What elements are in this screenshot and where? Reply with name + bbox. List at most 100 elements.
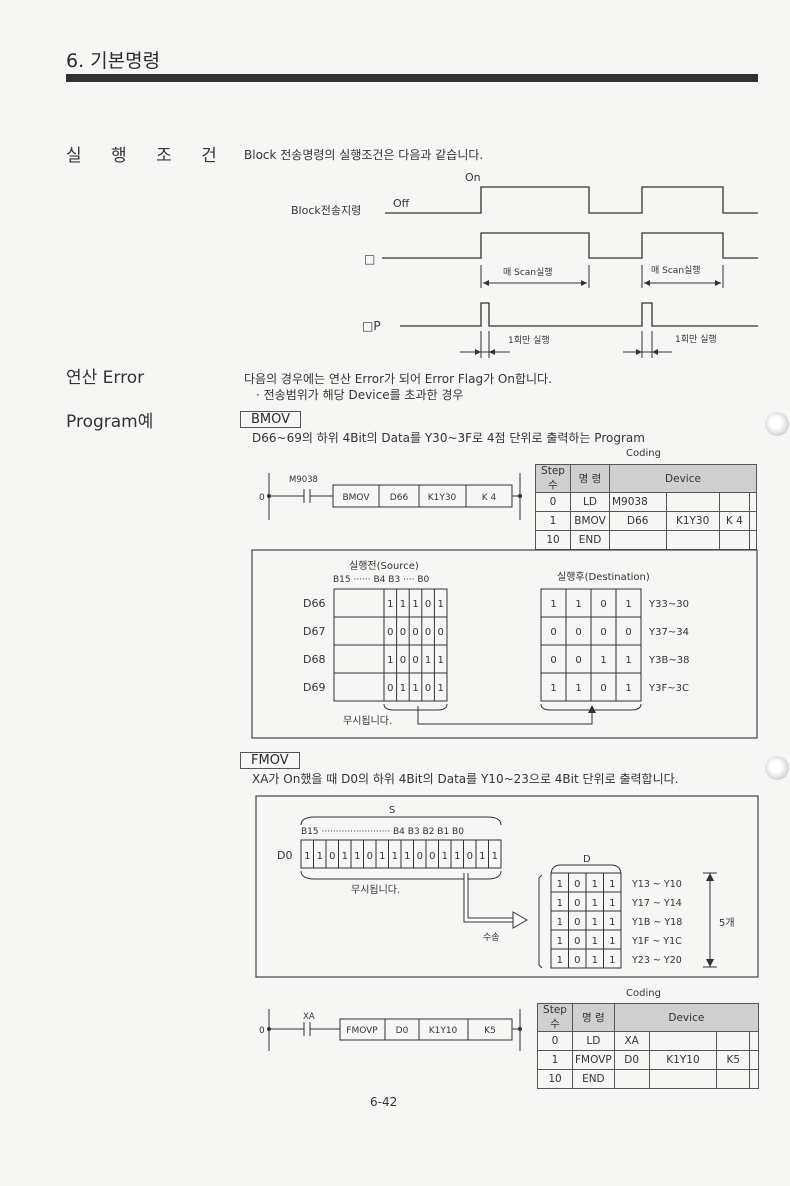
- table-header: Step수: [535, 464, 571, 493]
- y-range: Y13 ~ Y10: [631, 879, 682, 890]
- source-bit: 0: [425, 627, 431, 638]
- source-bit: 1: [425, 655, 431, 666]
- fmov-ignored-label: 무시됩니다.: [351, 883, 400, 896]
- source-bit: 1: [400, 599, 406, 610]
- table-cell: FMOVP: [572, 1050, 615, 1070]
- dest-bit: 1: [625, 599, 631, 610]
- dest-bit: 1: [550, 683, 556, 694]
- source-bit: 1: [442, 851, 448, 862]
- label-once-2: 1회만 실행: [675, 333, 717, 345]
- y-range: Y17 ~ Y14: [631, 898, 682, 909]
- source-bit: 0: [329, 851, 335, 862]
- source-bit: 0: [412, 627, 418, 638]
- ladder-cell: K1Y10: [429, 1026, 458, 1036]
- fmov-description: XA가 On했을 때 D0의 하위 4Bit의 Data를 Y10~23으로 4…: [252, 772, 679, 786]
- source-bit: 0: [387, 627, 393, 638]
- source-register: D69: [303, 681, 325, 694]
- table-cell: K1Y30: [665, 511, 720, 531]
- dest-bit: 1: [592, 955, 598, 966]
- fmov-diagram: S B15 ························ B4 B3 B2 …: [255, 795, 759, 978]
- table-cell: 1: [537, 1050, 573, 1070]
- source-bit: 1: [412, 599, 418, 610]
- source-bit: 0: [400, 627, 406, 638]
- dest-bit: 1: [592, 917, 598, 928]
- dest-bit: 1: [557, 879, 563, 890]
- ladder-cell: FMOVP: [346, 1026, 378, 1036]
- page-number: 6-42: [370, 1095, 398, 1109]
- ladder-step-number: 0: [259, 493, 265, 503]
- table-cell: [718, 530, 751, 550]
- source-bit: 0: [412, 655, 418, 666]
- dest-bit: 0: [575, 655, 581, 666]
- table-cell: [665, 492, 720, 512]
- table-cell: [648, 1031, 718, 1051]
- dest-bit: 1: [575, 683, 581, 694]
- exec-condition-intro: Block 전송명령의 실행조건은 다음과 같습니다.: [244, 148, 484, 162]
- source-bit: 1: [387, 655, 393, 666]
- transfer-label: 수송: [483, 932, 500, 943]
- table-cell: D0: [613, 1050, 650, 1070]
- table-cell: 1: [535, 511, 571, 531]
- bmov-coding-label: Coding: [626, 448, 661, 459]
- table-cell: K5: [716, 1050, 751, 1070]
- table-cell: [613, 1069, 650, 1089]
- label-scan-exec-2: 매 Scan실행: [651, 264, 701, 276]
- dest-bit: 0: [575, 627, 581, 638]
- table-cell: [749, 1069, 759, 1089]
- dest-bit: 0: [550, 655, 556, 666]
- source-bit: 1: [392, 851, 398, 862]
- table-header: 명 령: [570, 464, 610, 493]
- dest-bit: 1: [625, 683, 631, 694]
- ladder-contact-label: M9038: [289, 475, 318, 485]
- table-cell: [716, 1069, 751, 1089]
- s-label: S: [389, 805, 395, 816]
- ladder-cell: K5: [484, 1026, 496, 1036]
- table-cell: BMOV: [570, 511, 610, 531]
- bmov-ladder: 0 M9038 BMOV D66 K1Y30 K 4: [259, 473, 522, 520]
- dest-bit-cell: [615, 672, 642, 702]
- dest-bit: 1: [609, 917, 615, 928]
- waveform-pulse: [400, 302, 758, 327]
- fmov-reg: D0: [277, 849, 292, 862]
- dest-bit: 0: [600, 599, 606, 610]
- y-range: Y37~34: [648, 627, 689, 638]
- fmov-bits-label: B15 ························ B4 B3 B2 B1…: [301, 827, 464, 837]
- source-bit: 0: [438, 627, 444, 638]
- table-cell: END: [572, 1069, 615, 1089]
- bmov-tag: BMOV: [240, 411, 302, 428]
- waveform-every-scan: [382, 232, 758, 259]
- y-range: Y33~30: [648, 599, 689, 610]
- y-range: Y23 ~ Y20: [631, 955, 682, 966]
- source-bit: 0: [417, 851, 423, 862]
- ladder-step-number: 0: [259, 1026, 265, 1036]
- table-cell: [749, 1031, 759, 1051]
- header-rule: [66, 74, 758, 82]
- count-label: 5개: [719, 917, 735, 929]
- dest-bit: 1: [592, 898, 598, 909]
- punch-hole: [765, 756, 789, 780]
- source-bit: 1: [304, 851, 310, 862]
- dest-bit: 0: [574, 879, 580, 890]
- source-bit: 0: [467, 851, 473, 862]
- source-title: 실행전(Source): [349, 560, 419, 572]
- source-bit: 0: [429, 851, 435, 862]
- source-bit: 0: [367, 851, 373, 862]
- source-bit: 0: [425, 683, 431, 694]
- table-cell: [749, 530, 757, 550]
- op-error-line2: · 전송범위가 해당 Device를 초과한 경우: [256, 388, 464, 402]
- dest-bit: 1: [625, 655, 631, 666]
- dest-bit: 1: [557, 917, 563, 928]
- source-bit: 1: [492, 851, 498, 862]
- y-range: Y1B ~ Y18: [631, 917, 682, 928]
- ladder-contact-label: XA: [303, 1012, 315, 1022]
- source-bit: 0: [400, 655, 406, 666]
- timing-diagram: On Off Block전송지령 □ 매 Scan실행 매 Scan실행 □P …: [291, 171, 758, 358]
- source-brace: [383, 703, 448, 711]
- label-block-signal: Block전송지령: [291, 204, 361, 217]
- section-title-op-error: 연산 Error: [66, 368, 145, 388]
- dest-bit: 1: [557, 936, 563, 947]
